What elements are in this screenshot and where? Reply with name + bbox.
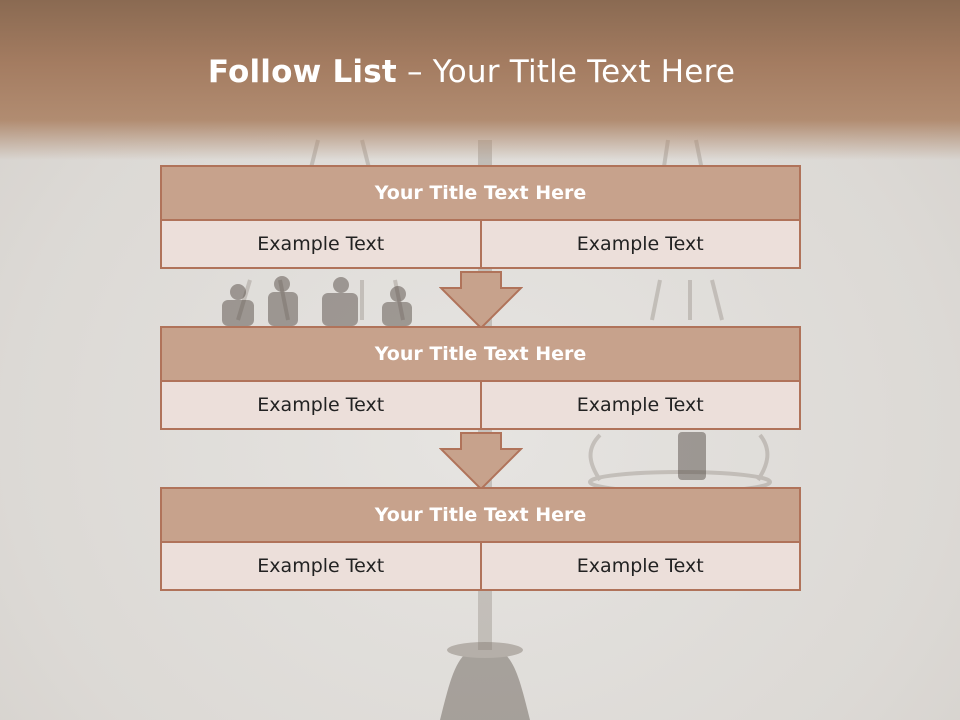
title-bold: Follow List: [207, 54, 397, 90]
block-title: Your Title Text Here: [160, 487, 801, 543]
block-cell-left: Example Text: [160, 219, 482, 269]
right-chain-bottom: [650, 279, 724, 321]
down-arrow-2: [439, 432, 523, 491]
left-chain-bottom: [236, 279, 405, 321]
block-cell-right: Example Text: [479, 219, 801, 269]
header-band: [0, 0, 960, 160]
down-arrow-1: [439, 271, 523, 330]
title-rest: – Your Title Text Here: [396, 54, 736, 90]
block-cell-right: Example Text: [479, 541, 801, 591]
block-cell-left: Example Text: [160, 380, 482, 430]
block-title: Your Title Text Here: [160, 326, 801, 382]
block-cell-left: Example Text: [160, 541, 482, 591]
list-block-1: Your Title Text Here Example Text Exampl…: [160, 165, 801, 269]
block-row: Example Text Example Text: [160, 541, 801, 591]
right-chain-pan: [588, 433, 770, 482]
list-block-2: Your Title Text Here Example Text Exampl…: [160, 326, 801, 430]
block-row: Example Text Example Text: [160, 219, 801, 269]
scale-base: [440, 650, 530, 720]
list-block-3: Your Title Text Here Example Text Exampl…: [160, 487, 801, 591]
block-row: Example Text Example Text: [160, 380, 801, 430]
block-cell-right: Example Text: [479, 380, 801, 430]
block-title: Your Title Text Here: [160, 165, 801, 221]
slide-title: Follow List – Your Title Text Here: [0, 54, 943, 90]
